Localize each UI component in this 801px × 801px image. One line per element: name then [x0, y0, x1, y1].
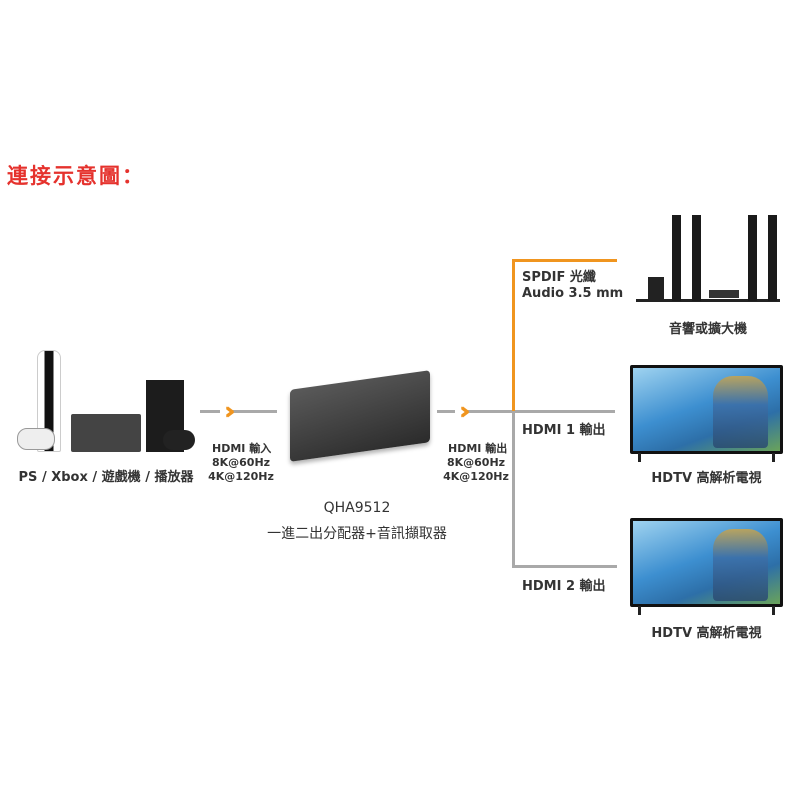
- page-title: 連接示意圖：: [7, 164, 145, 188]
- ps5-controller: [17, 428, 55, 450]
- xbox-controller: [163, 430, 195, 450]
- device-model: QHA9512: [323, 500, 391, 516]
- audio-label-2: Audio 3.5 mm: [522, 286, 624, 301]
- input-spec-1: 8K@60Hz: [211, 456, 271, 469]
- input-spec-2: 4K@120Hz: [208, 470, 274, 483]
- splitter-device-image: [290, 370, 430, 462]
- output-spec-1: 8K@60Hz: [446, 456, 506, 469]
- output-arrows-icon: ›››: [455, 399, 470, 423]
- output-spec-2: 4K@120Hz: [443, 470, 509, 483]
- tower-speaker: [748, 215, 757, 301]
- input-arrows-icon: ›››: [220, 399, 235, 423]
- amplifier-unit: [709, 290, 739, 298]
- game-consoles-image: [15, 350, 197, 454]
- output-line: [437, 410, 615, 413]
- output-label: HDMI 輸出: [448, 442, 508, 455]
- hdmi2-label: HDMI 2 輸出: [522, 579, 606, 594]
- switch-console: [71, 414, 141, 452]
- tv-leg: [772, 453, 775, 462]
- game-character-artwork: [713, 376, 768, 448]
- hdmi2-branch-vertical: [512, 411, 515, 567]
- tv-screen: [633, 521, 780, 604]
- hdtv-1-label: HDTV 高解析電視: [651, 471, 762, 486]
- hdmi1-label: HDMI 1 輸出: [522, 423, 606, 438]
- device-description: 一進二出分配器+音訊擷取器: [267, 526, 447, 542]
- speaker-system-image: [632, 215, 784, 303]
- tower-speaker: [692, 215, 701, 301]
- input-line: [200, 410, 277, 413]
- speaker-base-shadow: [636, 299, 780, 302]
- tv-leg: [638, 453, 641, 462]
- source-label: PS / Xbox / 遊戲機 / 播放器: [18, 470, 194, 485]
- tv-leg: [638, 606, 641, 615]
- audio-label-1: SPDIF 光纖: [522, 270, 596, 285]
- hdmi2-branch-horizontal: [512, 565, 617, 568]
- hdtv-2-label: HDTV 高解析電視: [651, 626, 762, 641]
- game-character-artwork: [713, 529, 768, 601]
- subwoofer: [648, 277, 664, 301]
- tv-leg: [772, 606, 775, 615]
- audio-branch-vertical: [512, 259, 515, 412]
- tv-screen: [633, 368, 780, 451]
- hdtv-2-image: [630, 518, 783, 615]
- audio-branch-horizontal: [512, 259, 617, 262]
- input-label: HDMI 輸入: [212, 442, 272, 455]
- hdtv-1-image: [630, 365, 783, 462]
- tower-speaker: [672, 215, 681, 301]
- audio-target-label: 音響或擴大機: [668, 322, 747, 337]
- tower-speaker: [768, 215, 777, 301]
